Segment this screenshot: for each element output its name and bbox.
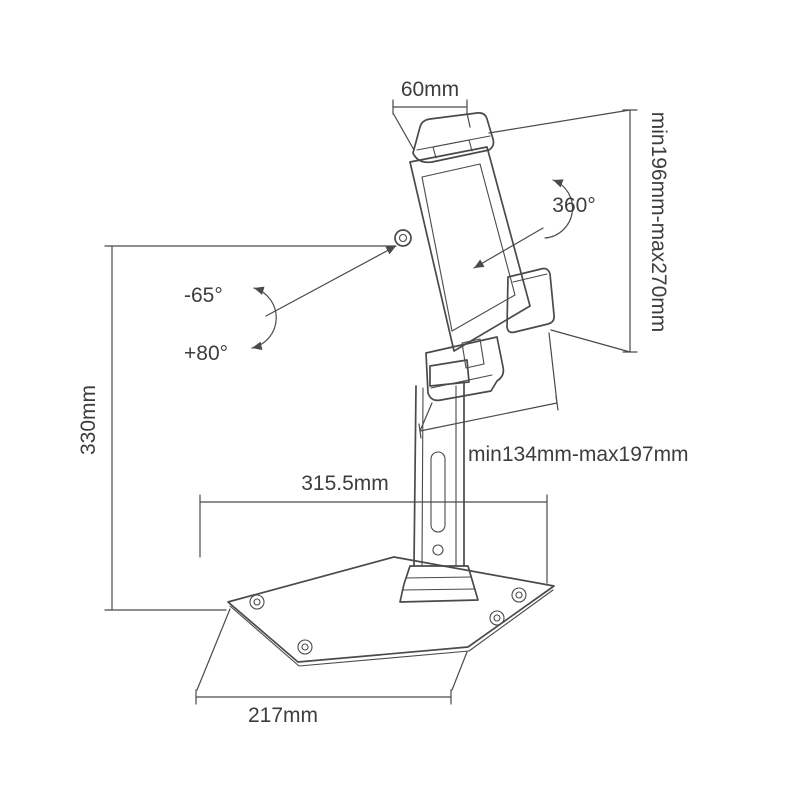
- tilt-leader-arrow: [265, 245, 397, 317]
- dim-clamp-width-label: 60mm: [401, 78, 459, 101]
- screw-hole: [249, 594, 265, 610]
- dim-base-depth-label: 315.5mm: [301, 472, 389, 495]
- top-clamp-notch: [432, 139, 473, 159]
- annotation-tilt: -65° +80°: [184, 245, 397, 365]
- column-slot: [430, 451, 446, 533]
- base-plate: [227, 556, 555, 667]
- back-plate-outline: [409, 146, 531, 352]
- dimension-stand-height: 330mm: [77, 245, 396, 611]
- annotation-rotation: 360°: [473, 179, 596, 269]
- dim-height-range-label: min196mm-max270mm: [647, 112, 670, 333]
- bottom-hook-lip: [430, 374, 493, 389]
- tilt-up-label: +80°: [184, 342, 228, 365]
- tablet-holder: [394, 112, 555, 402]
- dim-lines-base-width: [195, 608, 468, 705]
- tilt-knob: [394, 229, 412, 247]
- dim-stand-height-label: 330mm: [77, 385, 100, 455]
- tilt-down-label: -65°: [184, 284, 223, 307]
- screw-hole-center: [515, 591, 523, 599]
- rotation-label: 360°: [552, 194, 595, 217]
- top-clamp-outline: [412, 112, 495, 164]
- dimension-height-range: min196mm-max270mm: [488, 109, 670, 353]
- dim-holder-width-label: min134mm-max197mm: [468, 443, 689, 466]
- screw-hole-center: [301, 643, 309, 651]
- column: [399, 381, 479, 603]
- tilt-knob-center: [398, 233, 408, 243]
- column-screw: [432, 544, 444, 556]
- dimension-base-width: 217mm: [195, 608, 468, 727]
- back-plate-face: [421, 163, 516, 332]
- bottom-hook-outline: [425, 336, 505, 402]
- dim-lines-stand-height: [104, 245, 396, 611]
- screw-hole: [489, 610, 505, 626]
- dimension-clamp-width: 60mm: [392, 78, 471, 151]
- dim-lines-holder-width: [418, 332, 559, 439]
- dim-lines-base-depth: [199, 494, 548, 584]
- column-foot: [399, 565, 479, 603]
- dim-lines-height-range: [488, 109, 638, 353]
- side-clamp-ridge: [512, 273, 548, 283]
- dimension-base-depth: 315.5mm: [199, 472, 548, 584]
- side-clamp-outline: [506, 267, 555, 334]
- dim-lines-clamp-width: [392, 99, 471, 151]
- screw-hole: [297, 639, 313, 655]
- screw-hole-center: [253, 598, 261, 606]
- column-foot-lines: [401, 576, 476, 591]
- base-outline: [227, 556, 555, 663]
- base-thickness-edge: [229, 589, 554, 667]
- screw-hole: [511, 587, 527, 603]
- dimension-holder-width: min134mm-max197mm: [418, 332, 689, 466]
- tilt-arc-arrow: [251, 286, 277, 351]
- column-edges: [413, 381, 465, 567]
- rotation-arc-arrow: [544, 179, 574, 239]
- screw-hole-center: [493, 614, 501, 622]
- rotation-leader-arrow: [473, 227, 544, 269]
- dim-base-width-label: 217mm: [248, 704, 318, 727]
- hinge-bracket: [429, 359, 470, 387]
- column-inner-lines: [421, 385, 457, 567]
